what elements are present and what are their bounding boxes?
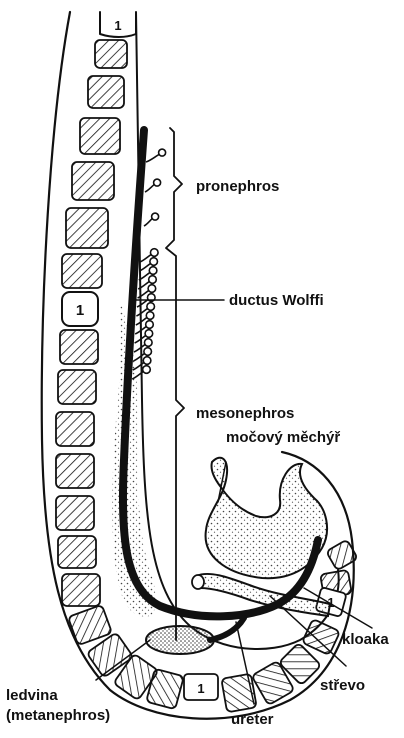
segment-marker-bottom: 1 xyxy=(184,674,218,700)
somite xyxy=(56,454,94,488)
label-kloaka: kloaka xyxy=(342,631,389,648)
somite xyxy=(66,208,108,248)
somite xyxy=(58,536,96,568)
glomerulus xyxy=(145,330,153,338)
glomerulus xyxy=(144,348,152,356)
tubule xyxy=(144,218,153,226)
segment-bracket xyxy=(166,128,184,640)
somite xyxy=(302,619,340,655)
segment-marker-top-label: 1 xyxy=(114,18,121,33)
glomerulus xyxy=(150,258,158,266)
label-ureter: ureter xyxy=(231,711,274,728)
glomerulus xyxy=(152,213,159,220)
somite xyxy=(58,370,96,404)
gut-opening xyxy=(192,575,204,589)
somite xyxy=(62,574,100,606)
glomerulus xyxy=(149,267,157,275)
metanephros-kidney xyxy=(146,626,214,654)
label-mocovy-mechyr: močový měchýř xyxy=(226,429,340,446)
somite xyxy=(88,76,124,108)
label-ledvina: ledvina xyxy=(6,687,58,704)
tubule xyxy=(145,184,155,192)
somite xyxy=(80,118,120,154)
glomerulus xyxy=(149,276,157,284)
glomerulus xyxy=(147,303,155,311)
label-ductus-wolffi: ductus Wolffi xyxy=(229,292,324,309)
glomerulus xyxy=(143,366,151,374)
label-pronephros: pronephros xyxy=(196,178,279,195)
somite xyxy=(60,330,98,364)
segment-marker-bottom-label: 1 xyxy=(197,681,204,696)
glomerulus xyxy=(146,312,154,320)
label-strevo: střevo xyxy=(320,677,365,694)
segment-marker-middle: 1 xyxy=(62,292,98,326)
glomerulus xyxy=(154,179,161,186)
label-mesonephros: mesonephros xyxy=(196,405,294,422)
tubule xyxy=(146,154,160,162)
glomerulus xyxy=(143,357,151,365)
glomerulus xyxy=(148,285,156,293)
somite xyxy=(56,496,94,530)
glomerulus xyxy=(146,321,154,329)
segment-marker-middle-label: 1 xyxy=(76,302,84,319)
segment-marker-top: 1 xyxy=(100,12,136,37)
somite xyxy=(95,40,127,68)
glomerulus xyxy=(159,149,166,156)
somite xyxy=(72,162,114,200)
glomerulus xyxy=(144,339,152,347)
somite xyxy=(62,254,102,288)
glomerulus xyxy=(150,249,158,257)
label-metanephros: (metanephros) xyxy=(6,707,110,724)
somite xyxy=(56,412,94,446)
